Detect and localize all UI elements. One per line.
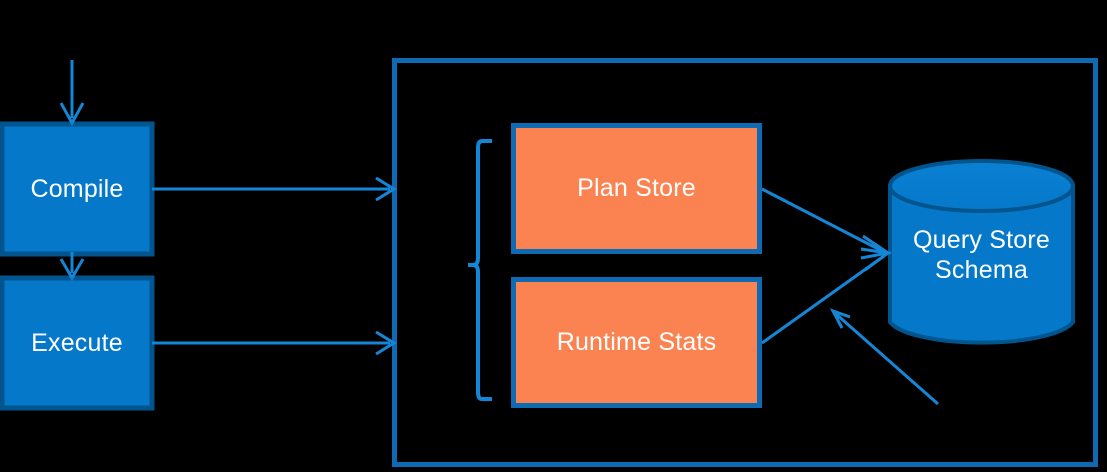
runtime-stats-to-schema-arrow [761, 247, 892, 345]
execute-to-boundary-arrow [152, 330, 397, 356]
query-store-schema-cylinder[interactable] [888, 159, 1075, 345]
execute-box[interactable] [0, 275, 155, 411]
input-to-compile-arrow [59, 60, 85, 127]
external-to-schema-arrow [829, 308, 939, 406]
query-store-boundary-rect [392, 58, 1098, 467]
compile-to-boundary-arrow [152, 176, 397, 202]
plan-store-box[interactable] [511, 123, 762, 254]
compile-to-execute-arrow [59, 252, 85, 281]
compile-box[interactable] [0, 121, 155, 257]
runtime-stats-box[interactable] [511, 277, 762, 408]
plan-store-to-schema-arrow [761, 187, 892, 260]
grouping-brace [468, 139, 492, 401]
